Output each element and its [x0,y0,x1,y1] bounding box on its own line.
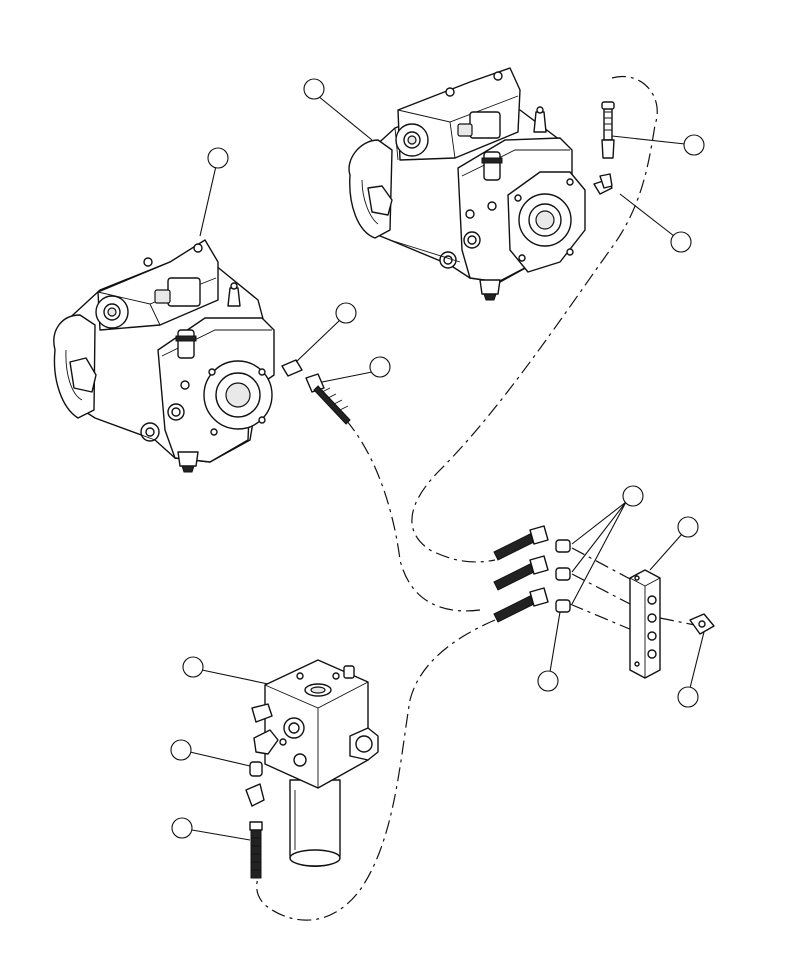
adapter-fittings [555,539,571,613]
hose-fitting-upper [601,101,615,159]
callout-bubble[interactable] [321,356,391,383]
hose-assembly-center [493,525,549,623]
hose-route-manifold-d [659,617,696,626]
hose-routes [256,75,696,921]
hose-route-manifold-a [571,547,633,581]
callout-bubble[interactable] [537,611,561,692]
hose-end-middle [305,373,351,425]
filter-fittings [245,761,265,879]
callout-bubble[interactable] [182,656,269,685]
hose-route-middle [345,419,481,612]
callout-bubble[interactable] [611,134,705,156]
manifold-fitting [689,613,715,635]
filter-assembly [251,659,379,867]
callout-bubble[interactable] [170,739,251,767]
callouts [170,78,705,841]
hose-route-manifold-c [569,603,633,631]
hose-route-lower [256,619,496,921]
callout-bubble[interactable] [677,631,705,708]
hose-route-manifold-b [571,573,633,606]
elbow-fitting-upper [593,173,613,195]
callout-bubble[interactable] [303,78,373,141]
hydraulic-pump-upper [348,67,586,301]
manifold-bar [629,569,661,679]
callout-bubble[interactable] [199,147,229,237]
callout-bubble[interactable] [619,193,692,253]
hydraulic-pump-left [53,239,275,473]
hose-route-upper [411,75,658,563]
callout-bubble[interactable] [571,485,644,605]
callout-bubble[interactable] [171,817,251,841]
elbow-fitting-middle [281,359,303,377]
callout-bubble[interactable] [295,302,357,363]
callout-bubble[interactable] [649,516,699,571]
